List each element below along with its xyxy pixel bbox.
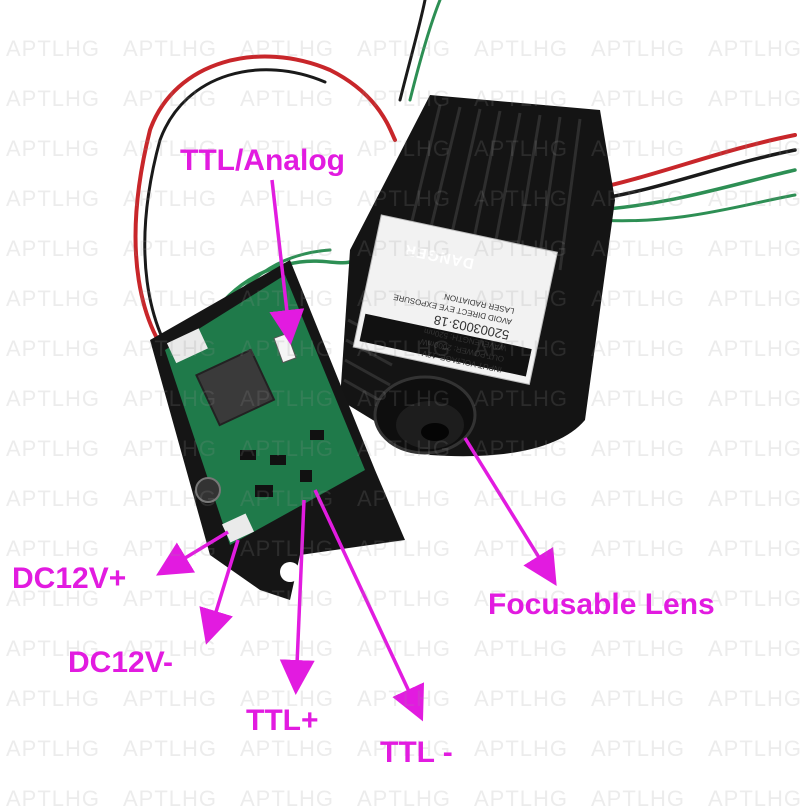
label-dc12v-minus: DC12V- [68, 646, 174, 679]
label-ttl-plus: TTL+ [246, 704, 319, 737]
arrow-dc12v-minus [199, 539, 240, 645]
right-wires-red [588, 133, 797, 192]
inductor [195, 348, 276, 427]
callout-arrows [156, 179, 557, 722]
connector-bottom [221, 513, 255, 543]
right-wires-green [592, 168, 797, 212]
capacitor [195, 477, 221, 503]
label-focusable-lens: Focusable Lens [488, 588, 715, 621]
right-wires-black [590, 148, 797, 202]
black-wire-top [143, 68, 327, 374]
label-ttl-analog: TTL/Analog [180, 144, 345, 177]
driver-board [150, 260, 405, 600]
laser-head [340, 95, 615, 457]
connector-top [166, 328, 208, 364]
right-wires-green-2 [594, 193, 797, 223]
arrow-ttl-plus [279, 499, 315, 695]
top-wires-up [398, 0, 427, 102]
warning-sticker [352, 214, 558, 385]
arrow-focusable-lens [463, 437, 557, 586]
red-wire-top [133, 54, 397, 372]
arrow-ttl-minus [313, 489, 425, 722]
label-ttl-minus: TTL - [380, 736, 453, 769]
arrow-dc12v-plus [156, 530, 229, 576]
label-dc12v-plus: DC12V+ [12, 562, 127, 595]
mounting-hole [280, 562, 300, 582]
arrow-ttl-analog [269, 179, 305, 345]
pcb [165, 275, 365, 545]
top-wires-up-green [408, 0, 442, 102]
